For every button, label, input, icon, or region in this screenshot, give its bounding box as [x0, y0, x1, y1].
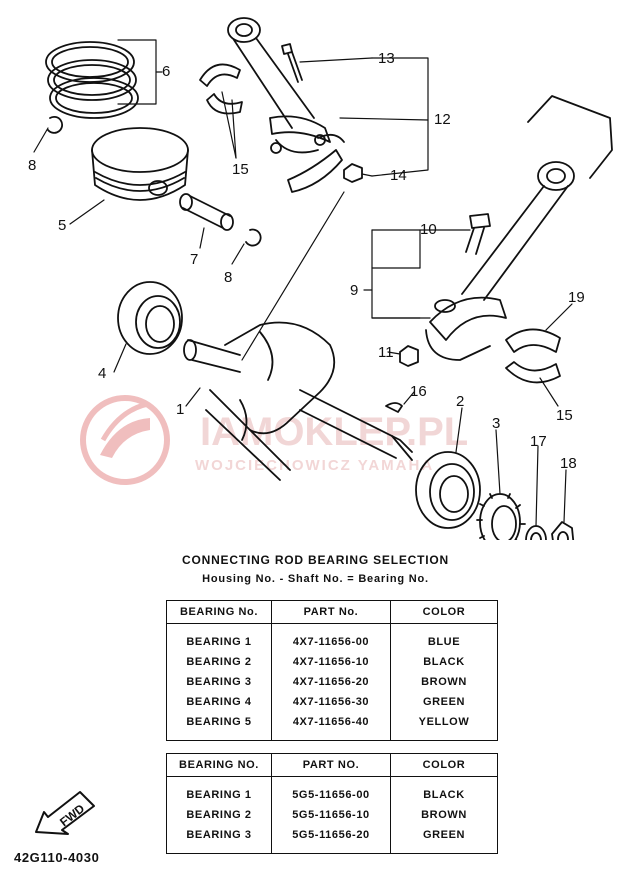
timing-gear [476, 493, 526, 540]
woodruff-key [385, 402, 403, 413]
selection-title: CONNECTING ROD BEARING SELECTION [182, 553, 449, 567]
watermark-brand: IAMOKLEP.PL [200, 410, 468, 454]
table-cell: BEARING 3 [186, 829, 252, 841]
table-cell: BLACK [390, 785, 498, 805]
callout-8a: 8 [28, 157, 36, 174]
callout-13: 13 [378, 50, 395, 67]
diagram-code: 42G110-4030 [14, 850, 100, 865]
bearing-shells-upper [199, 63, 243, 115]
ball-bearing-left [117, 281, 183, 355]
piston-pin-clip-upper [47, 115, 63, 134]
table-header-row: BEARING NO. PART NO. COLOR [166, 753, 498, 777]
rod-nut-upper [343, 163, 363, 183]
callout-1: 1 [176, 401, 184, 418]
rod-nut-right [399, 345, 419, 367]
watermark: IAMOKLEP.PL WOJCIECHOWICZ YAMAHA [80, 395, 468, 485]
callout-5: 5 [58, 217, 66, 234]
bearing-shell-15 [505, 361, 561, 384]
table-row: BEARING 1 5G5-11656-00 BLACK [167, 785, 498, 805]
table-cell: 5G5-11656-00 [271, 785, 391, 805]
connecting-rod-upper [227, 17, 331, 154]
watermark-tagline: WOJCIECHOWICZ YAMAHA [195, 457, 434, 474]
table-cell: BEARING 3 [186, 676, 252, 688]
table-row: BEARING 3 5G5-11656-20 GREEN [167, 825, 498, 845]
table-cell: BEARING 2 [186, 656, 252, 668]
bearing-shell-19 [505, 328, 561, 353]
callout-4: 4 [98, 365, 106, 382]
callout-3: 3 [492, 415, 500, 432]
table-header: COLOR [390, 753, 498, 777]
table-cell: BLUE [390, 632, 498, 652]
callout-15b: 15 [556, 407, 573, 424]
table-cell: BLACK [390, 652, 498, 672]
callout-15a: 15 [232, 161, 249, 178]
callout-12: 12 [434, 111, 451, 128]
bearing-table-1: BEARING No. PART No. COLOR BEARING 1 4X7… [166, 600, 498, 741]
table-row: BEARING 2 5G5-11656-10 BROWN [167, 805, 498, 825]
callout-8b: 8 [224, 269, 232, 286]
table-cell: GREEN [390, 825, 498, 845]
selection-formula: Housing No. - Shaft No. = Bearing No. [202, 573, 429, 585]
table-header-row: BEARING No. PART No. COLOR [166, 600, 498, 624]
callout-2: 2 [456, 393, 464, 410]
table-cell: 5G5-11656-20 [271, 825, 391, 845]
rod-bolt-right [465, 213, 491, 255]
table-cell: YELLOW [390, 712, 498, 732]
table-cell: 4X7-11656-00 [271, 632, 391, 652]
leader-lines [33, 39, 573, 527]
table-cell: BEARING 2 [186, 809, 252, 821]
table-cell: BROWN [390, 672, 498, 692]
table-cell: 4X7-11656-10 [271, 652, 391, 672]
watermark-logo [80, 395, 170, 485]
callout-17: 17 [530, 433, 547, 450]
table-header: BEARING No. [166, 600, 272, 624]
callout-16: 16 [410, 383, 427, 400]
table-row: BEARING 3 4X7-11656-20 BROWN [167, 672, 498, 692]
crank-nut [551, 521, 575, 540]
piston [91, 127, 189, 201]
callout-19: 19 [568, 289, 585, 306]
crankshaft [183, 321, 413, 481]
table-header: BEARING NO. [166, 753, 272, 777]
table-cell: 4X7-11656-30 [271, 692, 391, 712]
callout-11: 11 [378, 344, 394, 361]
table-row: BEARING 1 4X7-11656-00 BLUE [167, 632, 498, 652]
table-header: COLOR [390, 600, 498, 624]
rod-cap-upper [287, 149, 343, 193]
ball-bearing-right [415, 451, 481, 529]
table-cell: BEARING 1 [186, 789, 252, 801]
piston-rings [45, 41, 139, 119]
table-cell: BEARING 4 [186, 696, 252, 708]
table-cell: 5G5-11656-10 [271, 805, 391, 825]
connecting-rod-right [425, 95, 613, 361]
table-row: BEARING 5 4X7-11656-40 YELLOW [167, 712, 498, 732]
table-cell: 4X7-11656-20 [271, 672, 391, 692]
table-cell: BEARING 5 [186, 716, 252, 728]
table-cell: GREEN [390, 692, 498, 712]
rod-bolt-upper [281, 43, 303, 83]
callout-6: 6 [162, 63, 170, 80]
table-row: BEARING 4 4X7-11656-30 GREEN [167, 692, 498, 712]
callout-7: 7 [190, 251, 198, 268]
callout-numbers: 6 8 5 7 8 13 12 15 14 10 9 11 19 4 1 16 … [28, 50, 585, 472]
callout-10: 10 [420, 221, 437, 238]
callout-18: 18 [560, 455, 577, 472]
piston-pin-clip-lower [245, 228, 262, 247]
fwd-arrow-icon: FWD [35, 791, 95, 835]
table-row: BEARING 2 4X7-11656-10 BLACK [167, 652, 498, 672]
table-header: PART No. [271, 600, 391, 624]
callout-14: 14 [390, 167, 407, 184]
piston-pin [179, 193, 234, 231]
table-cell: BEARING 1 [186, 636, 252, 648]
table-cell: 4X7-11656-40 [271, 712, 391, 732]
exploded-parts-diagram: IAMOKLEP.PL WOJCIECHOWICZ YAMAHA [28, 17, 613, 540]
table-cell: BROWN [390, 805, 498, 825]
table-header: PART NO. [271, 753, 391, 777]
bearing-table-2: BEARING NO. PART NO. COLOR BEARING 1 5G5… [166, 753, 498, 854]
callout-9: 9 [350, 282, 358, 299]
